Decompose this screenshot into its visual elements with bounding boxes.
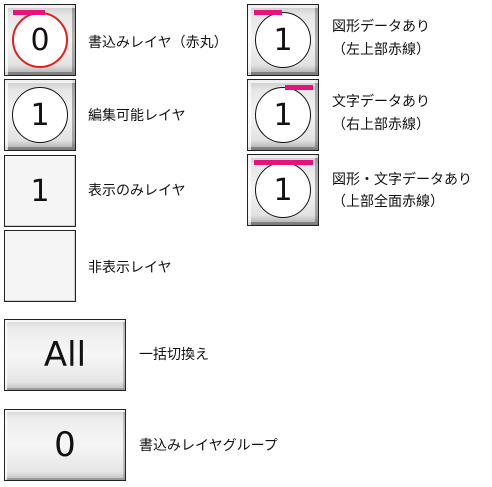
- text-data-label-line1: 文字データあり: [332, 94, 430, 110]
- shape-data-layer-circle: 1: [255, 12, 311, 68]
- bulk-switch-text: All: [43, 335, 87, 375]
- hidden-layer-button[interactable]: [4, 230, 76, 302]
- display-only-layer-label: 表示のみレイヤ: [88, 183, 186, 199]
- shape-text-data-label-line2: （上部全面赤線）: [332, 194, 444, 210]
- hidden-layer-label: 非表示レイヤ: [88, 260, 172, 276]
- display-only-layer-number: 1: [30, 173, 50, 209]
- write-layer-red-circle: 0: [12, 12, 68, 68]
- editable-layer-label: 編集可能レイヤ: [88, 108, 186, 124]
- shape-data-label-line1: 図形データあり: [332, 19, 430, 35]
- text-data-layer-number: 1: [273, 97, 293, 133]
- write-layer-group-label: 書込みレイヤグループ: [139, 438, 278, 454]
- editable-layer-button[interactable]: 1: [4, 79, 76, 151]
- shape-text-data-top-full-bar: [254, 160, 313, 165]
- text-data-layer-circle: 1: [255, 87, 311, 143]
- display-only-layer-button[interactable]: 1: [4, 155, 76, 227]
- shape-data-layer-button[interactable]: 1: [247, 4, 319, 76]
- shape-data-layer-number: 1: [273, 22, 293, 58]
- bulk-switch-label: 一括切換え: [139, 347, 209, 363]
- write-layer-group-number: 0: [54, 425, 76, 465]
- shape-text-data-label-line1: 図形・文字データあり: [332, 172, 472, 188]
- write-layer-top-left-bar: [13, 10, 45, 15]
- write-layer-button[interactable]: 0: [4, 4, 76, 76]
- text-data-layer-button[interactable]: 1: [247, 79, 319, 151]
- text-data-top-right-bar: [285, 85, 313, 90]
- write-layer-label: 書込みレイヤ（赤丸）: [88, 35, 228, 51]
- text-data-label-line2: （右上部赤線）: [332, 117, 430, 133]
- write-layer-number: 0: [30, 22, 50, 58]
- write-layer-group-button[interactable]: 0: [4, 409, 126, 481]
- bulk-switch-button[interactable]: All: [4, 319, 126, 391]
- shape-data-top-left-bar: [254, 10, 282, 15]
- shape-data-label-line2: （左上部赤線）: [332, 42, 430, 58]
- shape-text-data-layer-number: 1: [273, 172, 293, 208]
- editable-layer-circle: 1: [12, 87, 68, 143]
- editable-layer-number: 1: [30, 97, 50, 133]
- shape-text-data-layer-circle: 1: [255, 162, 311, 218]
- shape-text-data-layer-button[interactable]: 1: [247, 154, 319, 226]
